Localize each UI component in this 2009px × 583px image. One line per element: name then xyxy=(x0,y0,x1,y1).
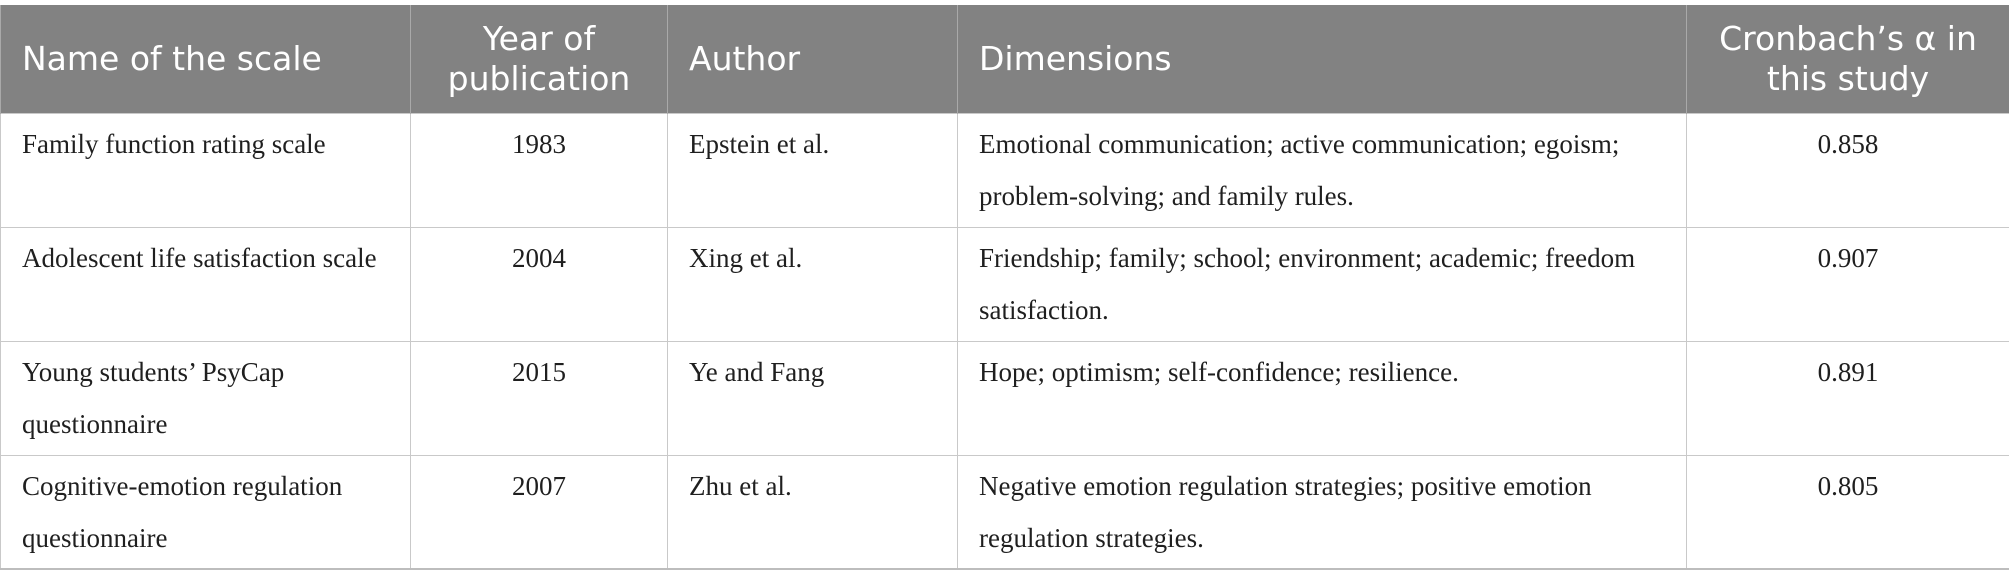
cell-year: 2015 xyxy=(410,340,668,456)
cell-scale-name: Family function rating scale xyxy=(0,112,411,228)
table-row: Young students’ PsyCap questionnaire 201… xyxy=(0,340,2009,456)
cell-scale-name: Young students’ PsyCap questionnaire xyxy=(0,340,411,456)
cell-scale-name: Adolescent life satisfaction scale xyxy=(0,226,411,342)
header-dimensions: Dimensions xyxy=(957,5,1687,113)
header-author: Author xyxy=(667,5,958,113)
table-header: Name of the scale Year of publication Au… xyxy=(0,5,2009,113)
header-scale-name: Name of the scale xyxy=(0,5,411,113)
cell-author: Epstein et al. xyxy=(667,112,958,228)
header-row: Name of the scale Year of publication Au… xyxy=(0,5,2009,113)
cell-cronbach-alpha: 0.805 xyxy=(1686,454,2009,570)
scales-table-container: Name of the scale Year of publication Au… xyxy=(0,5,2009,570)
cell-scale-name: Cognitive-emotion regulation questionnai… xyxy=(0,454,411,570)
cell-author: Zhu et al. xyxy=(667,454,958,570)
table-row: Family function rating scale 1983 Epstei… xyxy=(0,112,2009,228)
scales-table: Name of the scale Year of publication Au… xyxy=(0,5,2009,570)
cell-dimensions: Friendship; family; school; environment;… xyxy=(957,226,1687,342)
table-body: Family function rating scale 1983 Epstei… xyxy=(0,112,2009,570)
cell-dimensions: Hope; optimism; self-confidence; resilie… xyxy=(957,340,1687,456)
header-cronbach-alpha: Cronbach’s α in this study xyxy=(1686,5,2009,113)
cell-cronbach-alpha: 0.891 xyxy=(1686,340,2009,456)
cell-dimensions: Negative emotion regulation strategies; … xyxy=(957,454,1687,570)
cell-year: 1983 xyxy=(410,112,668,228)
cell-author: Xing et al. xyxy=(667,226,958,342)
cell-dimensions: Emotional communication; active communic… xyxy=(957,112,1687,228)
cell-author: Ye and Fang xyxy=(667,340,958,456)
table-row: Adolescent life satisfaction scale 2004 … xyxy=(0,226,2009,342)
cell-year: 2007 xyxy=(410,454,668,570)
cell-cronbach-alpha: 0.907 xyxy=(1686,226,2009,342)
cell-cronbach-alpha: 0.858 xyxy=(1686,112,2009,228)
header-year: Year of publication xyxy=(410,5,668,113)
table-row: Cognitive-emotion regulation questionnai… xyxy=(0,454,2009,570)
cell-year: 2004 xyxy=(410,226,668,342)
